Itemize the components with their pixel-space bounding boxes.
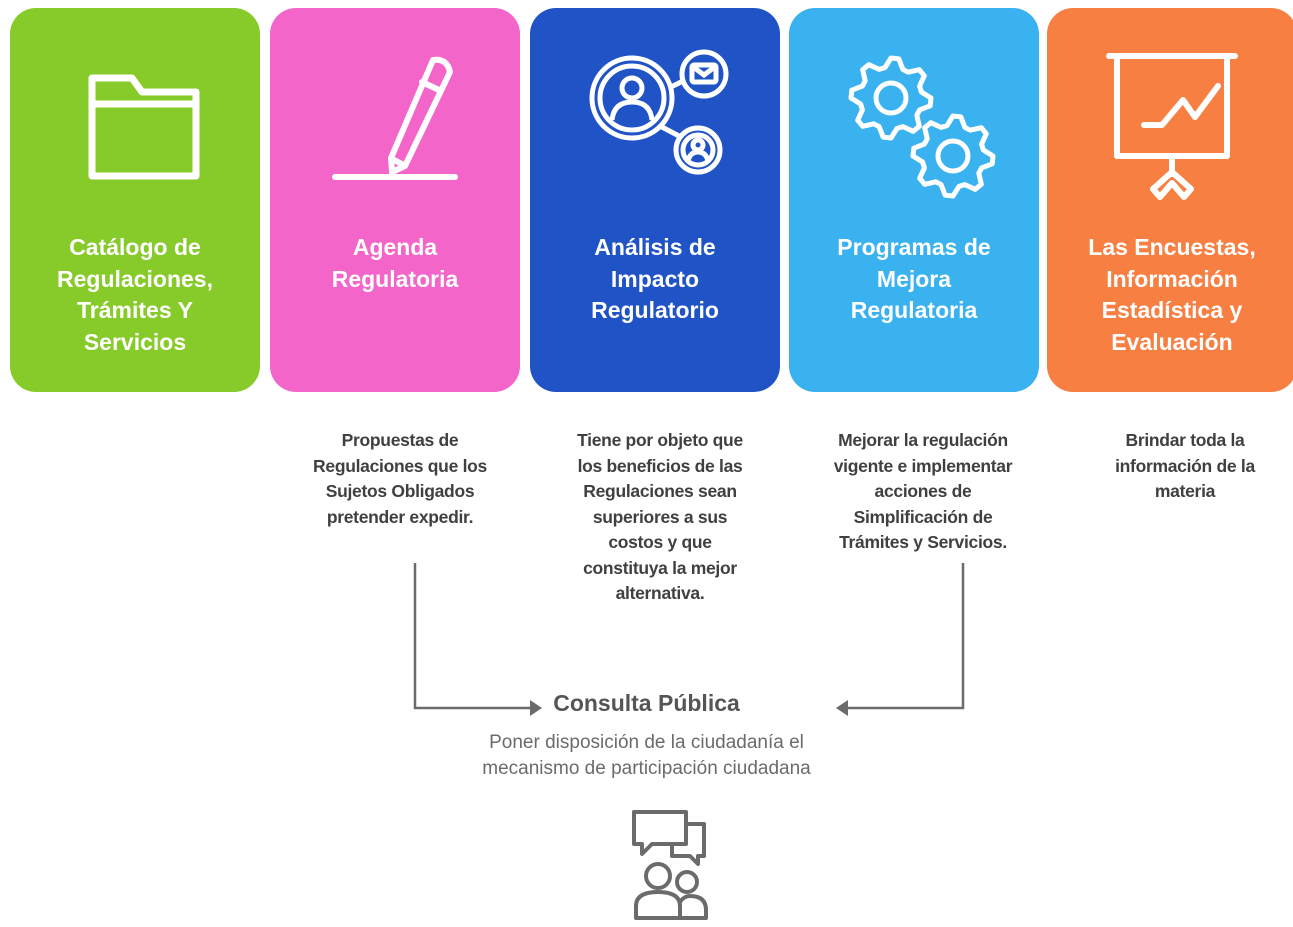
connector-right [846, 563, 965, 710]
card-analisis: Análisis de Impacto Regulatorio [530, 8, 780, 392]
network-people-icon [530, 46, 780, 216]
chat-people-icon [628, 806, 710, 927]
arrow-left-icon [836, 700, 848, 716]
pencil-icon [270, 46, 520, 216]
description-programas: Mejorar la regulación vigente e implemen… [833, 430, 1013, 552]
arrow-right-icon [530, 700, 542, 716]
description-encuestas: Brindar toda la información de la materi… [1115, 430, 1255, 501]
presentation-chart-icon [1047, 46, 1293, 216]
consulta-title: Consulta Pública [553, 690, 740, 716]
card-encuestas: Las Encuestas, Información Estadística y… [1047, 8, 1293, 392]
card-agenda: Agenda Regulatoria [270, 8, 520, 392]
card-title: Programas de Mejora Regulatoria [837, 234, 991, 323]
card-programas: Programas de Mejora Regulatoria [789, 8, 1039, 392]
folder-icon [10, 46, 260, 216]
card-title: Análisis de Impacto Regulatorio [591, 234, 719, 323]
card-catalogo: Catálogo de Regulaciones, Trámites Y Ser… [10, 8, 260, 392]
connector-left [413, 563, 532, 710]
description-agenda: Propuestas de Regulaciones que los Sujet… [313, 430, 487, 527]
gears-icon [789, 46, 1039, 216]
card-title: Las Encuestas, Información Estadística y… [1088, 234, 1256, 355]
card-title: Catálogo de Regulaciones, Trámites Y Ser… [57, 234, 213, 355]
description-analisis: Tiene por objeto que los beneficios de l… [577, 430, 743, 603]
card-title: Agenda Regulatoria [331, 234, 459, 292]
consulta-description: Poner disposición de la ciudadanía el me… [482, 732, 811, 779]
